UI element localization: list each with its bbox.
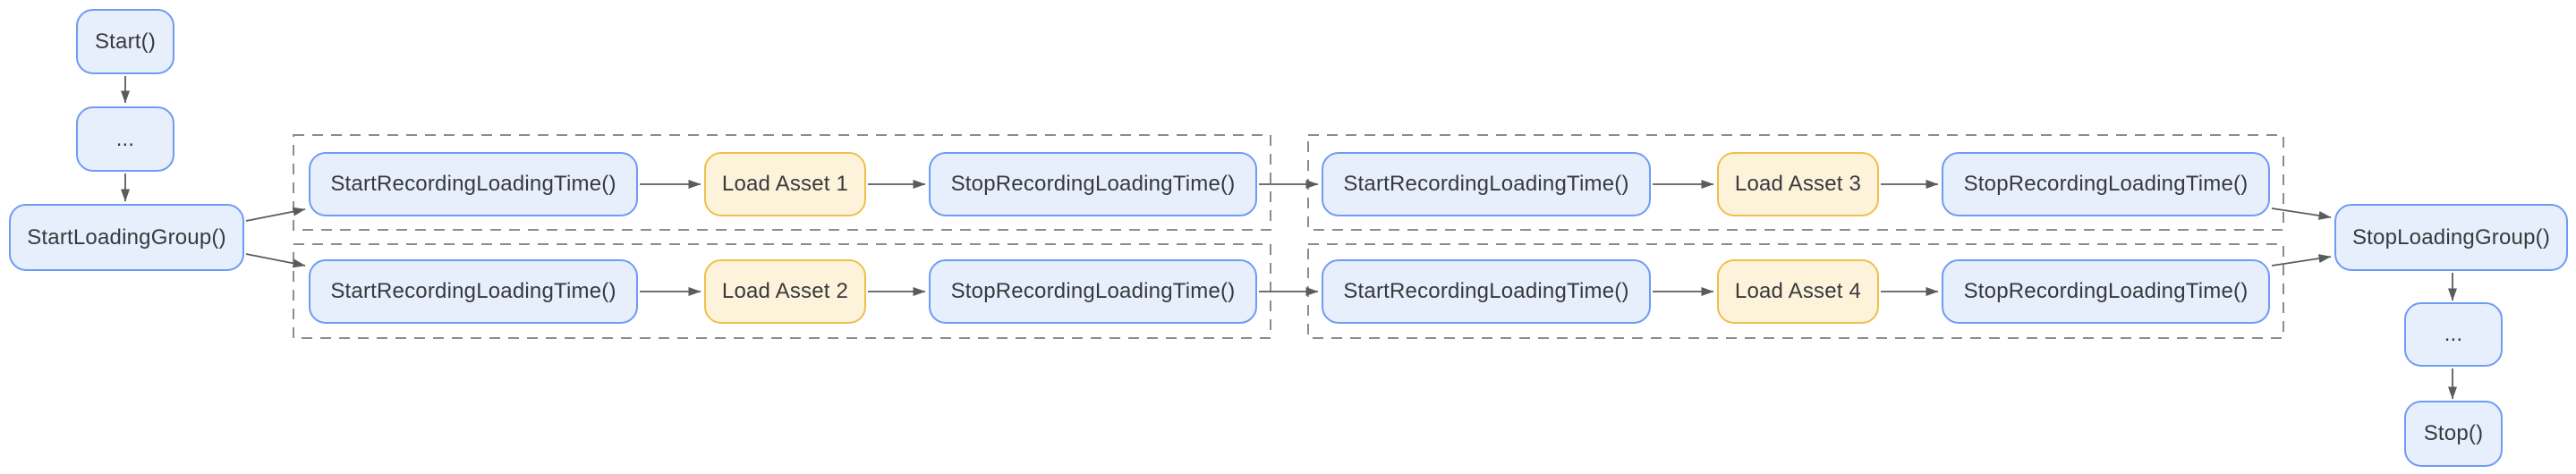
edge-arrow	[2271, 254, 2332, 267]
node-stop: Stop()	[2404, 401, 2503, 467]
group-box-asset-1	[293, 134, 1271, 231]
node-stop-recording-loading-time-2: StopRecordingLoadingTime()	[929, 259, 1257, 324]
node-start: Start()	[76, 9, 174, 74]
node-start-recording-loading-time-2: StartRecordingLoadingTime()	[309, 259, 638, 324]
edge-arrow	[245, 253, 306, 268]
node-stop-recording-loading-time-1: StopRecordingLoadingTime()	[929, 152, 1257, 216]
node-stop-recording-loading-time-4: StopRecordingLoadingTime()	[1942, 259, 2270, 324]
node-load-asset-4: Load Asset 4	[1717, 259, 1879, 324]
node-load-asset-3: Load Asset 3	[1717, 152, 1879, 216]
node-start-recording-loading-time-4: StartRecordingLoadingTime()	[1322, 259, 1651, 324]
node-stop-loading-group: StopLoadingGroup()	[2334, 204, 2568, 271]
node-start-recording-loading-time-1: StartRecordingLoadingTime()	[309, 152, 638, 216]
node-stop-recording-loading-time-3: StopRecordingLoadingTime()	[1942, 152, 2270, 216]
node-load-asset-1: Load Asset 1	[704, 152, 866, 216]
edge-arrow	[2271, 207, 2332, 220]
edge-arrow	[245, 207, 306, 222]
node-load-asset-2: Load Asset 2	[704, 259, 866, 324]
node-start-loading-group: StartLoadingGroup()	[9, 204, 244, 271]
node-ellipsis-after-loading-group: ...	[2404, 302, 2503, 367]
node-start-recording-loading-time-3: StartRecordingLoadingTime()	[1322, 152, 1651, 216]
node-ellipsis-before-loading-group: ...	[76, 106, 174, 172]
